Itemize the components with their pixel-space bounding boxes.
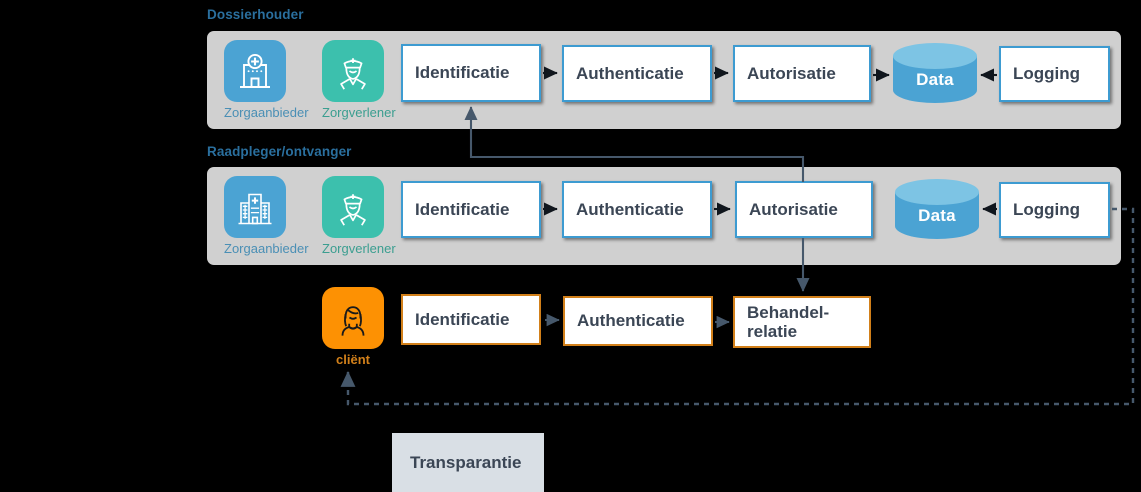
transparantie-label: Transparantie bbox=[410, 452, 522, 472]
process-label: Identificatie bbox=[415, 63, 510, 83]
process-label: Identificatie bbox=[415, 199, 510, 219]
actor-zorgaanbieder-1[interactable]: Zorgaanbieder bbox=[224, 40, 309, 120]
nurse-icon bbox=[322, 176, 384, 238]
process-label: Authenticatie bbox=[577, 311, 685, 331]
actor-zorgverlener-1[interactable]: Zorgverlener bbox=[322, 40, 396, 120]
hospital-tall-icon bbox=[224, 176, 286, 238]
person-icon bbox=[322, 287, 384, 349]
process-label: Logging bbox=[1013, 200, 1081, 220]
process-label-line2: relatie bbox=[747, 322, 798, 341]
process-box-authenticatie-1[interactable]: Authenticatie bbox=[562, 45, 712, 102]
data-store-2[interactable]: Data bbox=[893, 178, 981, 240]
process-label: Authenticatie bbox=[576, 63, 684, 83]
actor-label: Zorgverlener bbox=[322, 241, 396, 256]
actor-client[interactable]: cliënt bbox=[322, 287, 384, 367]
process-label: Autorisatie bbox=[749, 199, 838, 219]
transparantie-box[interactable]: Transparantie bbox=[392, 433, 544, 492]
process-label: Autorisatie bbox=[747, 63, 836, 83]
actor-label: Zorgaanbieder bbox=[224, 105, 309, 120]
actor-zorgverlener-2[interactable]: Zorgverlener bbox=[322, 176, 396, 256]
process-box-authenticatie-2[interactable]: Authenticatie bbox=[562, 181, 712, 238]
actor-label: Zorgverlener bbox=[322, 105, 396, 120]
process-label-line1: Behandel- bbox=[747, 302, 830, 322]
data-store-1[interactable]: Data bbox=[891, 42, 979, 104]
process-box-logging-2[interactable]: Logging bbox=[999, 182, 1110, 238]
process-box-autorisatie-1[interactable]: Autorisatie bbox=[733, 45, 871, 102]
process-box-logging-1[interactable]: Logging bbox=[999, 46, 1110, 102]
hospital-icon bbox=[224, 40, 286, 102]
process-box-identificatie-2[interactable]: Identificatie bbox=[401, 181, 541, 238]
process-box-authenticatie-3[interactable]: Authenticatie bbox=[563, 296, 713, 346]
actor-label: Zorgaanbieder bbox=[224, 241, 309, 256]
data-store-label: Data bbox=[916, 70, 954, 89]
process-box-behandelrelatie[interactable]: Behandel- relatie bbox=[733, 296, 871, 348]
process-label: Authenticatie bbox=[576, 199, 684, 219]
process-box-autorisatie-2[interactable]: Autorisatie bbox=[735, 181, 873, 238]
process-box-identificatie-1[interactable]: Identificatie bbox=[401, 44, 541, 102]
lane-title-dossierhouder: Dossierhouder bbox=[207, 7, 304, 22]
process-label: Identificatie bbox=[415, 309, 510, 329]
lane-title-raadpleger: Raadpleger/ontvanger bbox=[207, 144, 352, 159]
data-store-label: Data bbox=[918, 206, 956, 225]
actor-zorgaanbieder-2[interactable]: Zorgaanbieder bbox=[224, 176, 309, 256]
process-box-identificatie-3[interactable]: Identificatie bbox=[401, 294, 541, 345]
process-label: Logging bbox=[1013, 64, 1081, 84]
actor-label: cliënt bbox=[336, 352, 370, 367]
nurse-icon bbox=[322, 40, 384, 102]
